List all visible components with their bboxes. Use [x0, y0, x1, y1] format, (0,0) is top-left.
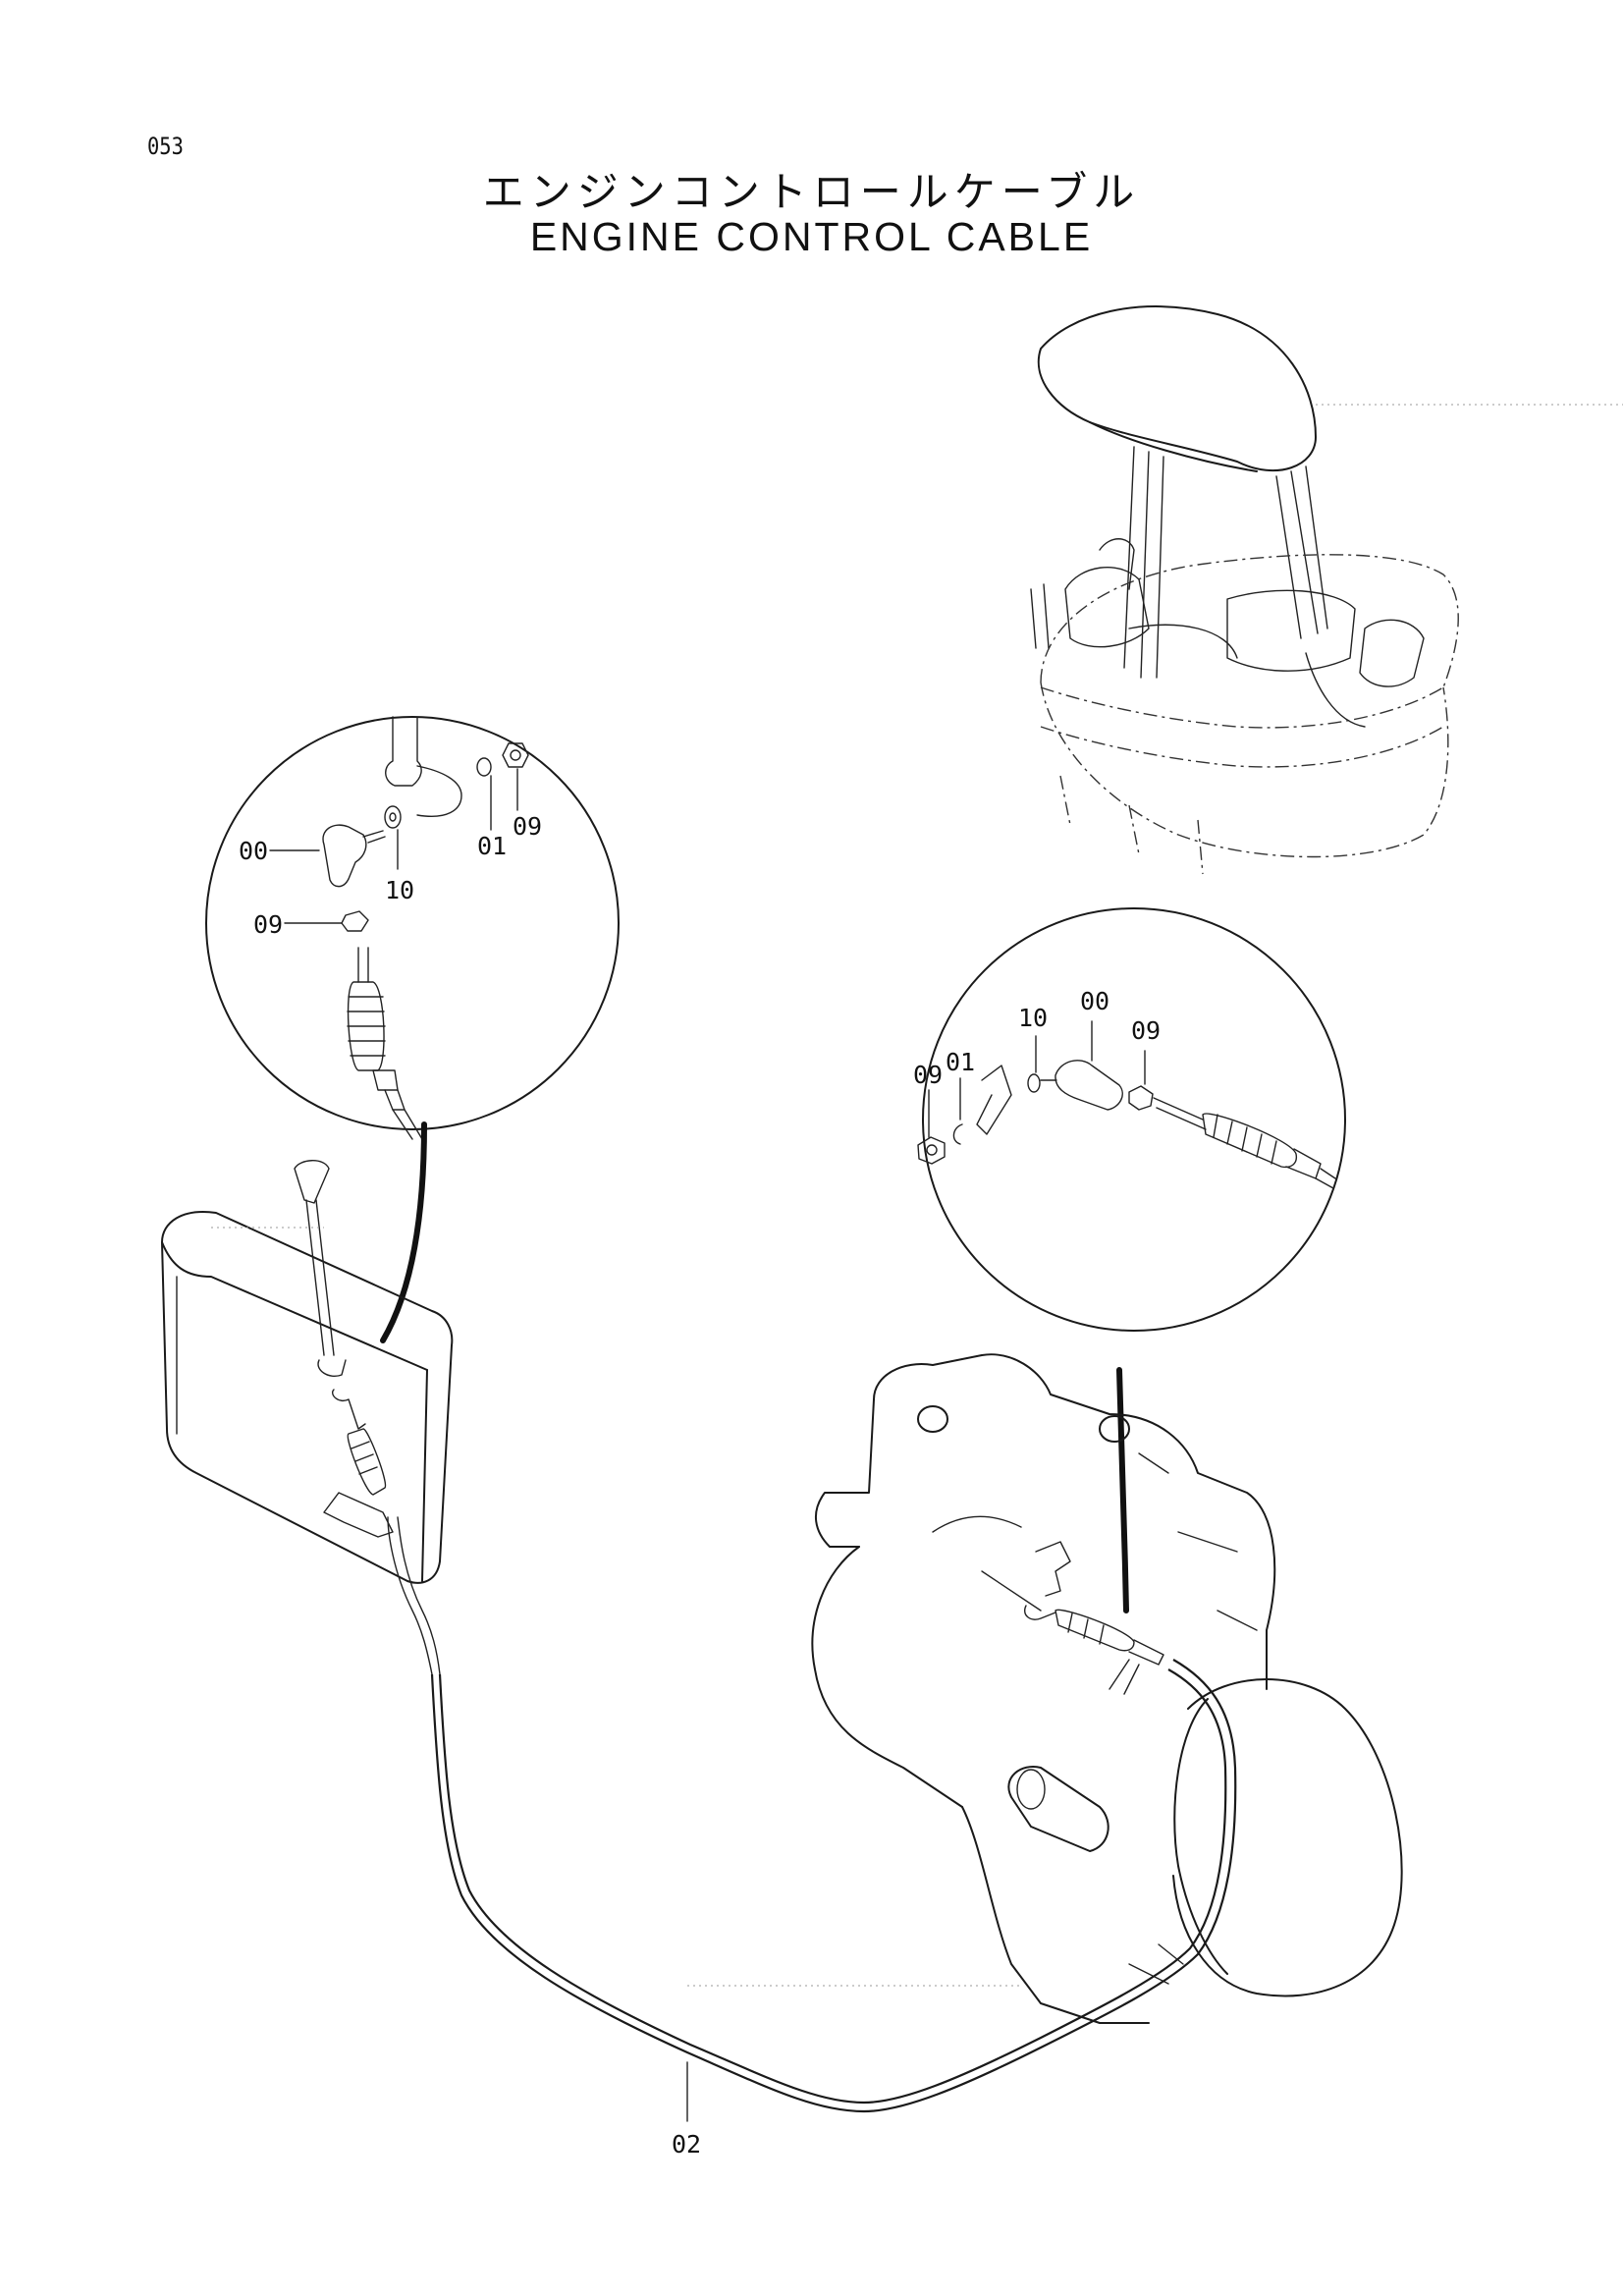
callout-00-left: 00 [239, 837, 268, 865]
control-cable-02 [430, 1659, 1237, 2122]
callout-00-right: 00 [1080, 987, 1109, 1015]
detail-leader-left [380, 1121, 427, 1343]
machine-overview-illustration [1030, 305, 1623, 875]
detail-leader-right [1116, 1367, 1129, 1613]
callouts-right-detail: 10 00 09 09 01 [913, 987, 1161, 1089]
detail-circle-left [205, 716, 620, 1140]
page-number: 053 [147, 133, 184, 160]
callouts-left-detail: 00 10 01 09 09 [239, 812, 542, 939]
callout-09-right: 09 [1131, 1016, 1161, 1045]
callout-01-left: 01 [477, 832, 507, 860]
engine-illustration [687, 1353, 1403, 2024]
callout-10-right: 10 [1018, 1004, 1048, 1032]
callout-02-cable: 02 [672, 2130, 701, 2159]
control-box-illustration [161, 1160, 454, 1675]
detail-circle-right [917, 907, 1346, 1332]
callout-09-left-top: 09 [513, 812, 542, 841]
callout-01-right: 01 [946, 1048, 975, 1076]
callout-09-left-mid: 09 [253, 910, 283, 939]
callout-10-left: 10 [385, 876, 414, 904]
callout-09-right-left: 09 [913, 1061, 943, 1089]
title-english: ENGINE CONTROL CABLE [529, 214, 1094, 259]
title-japanese: エンジンコントロールケーブル [482, 168, 1141, 216]
